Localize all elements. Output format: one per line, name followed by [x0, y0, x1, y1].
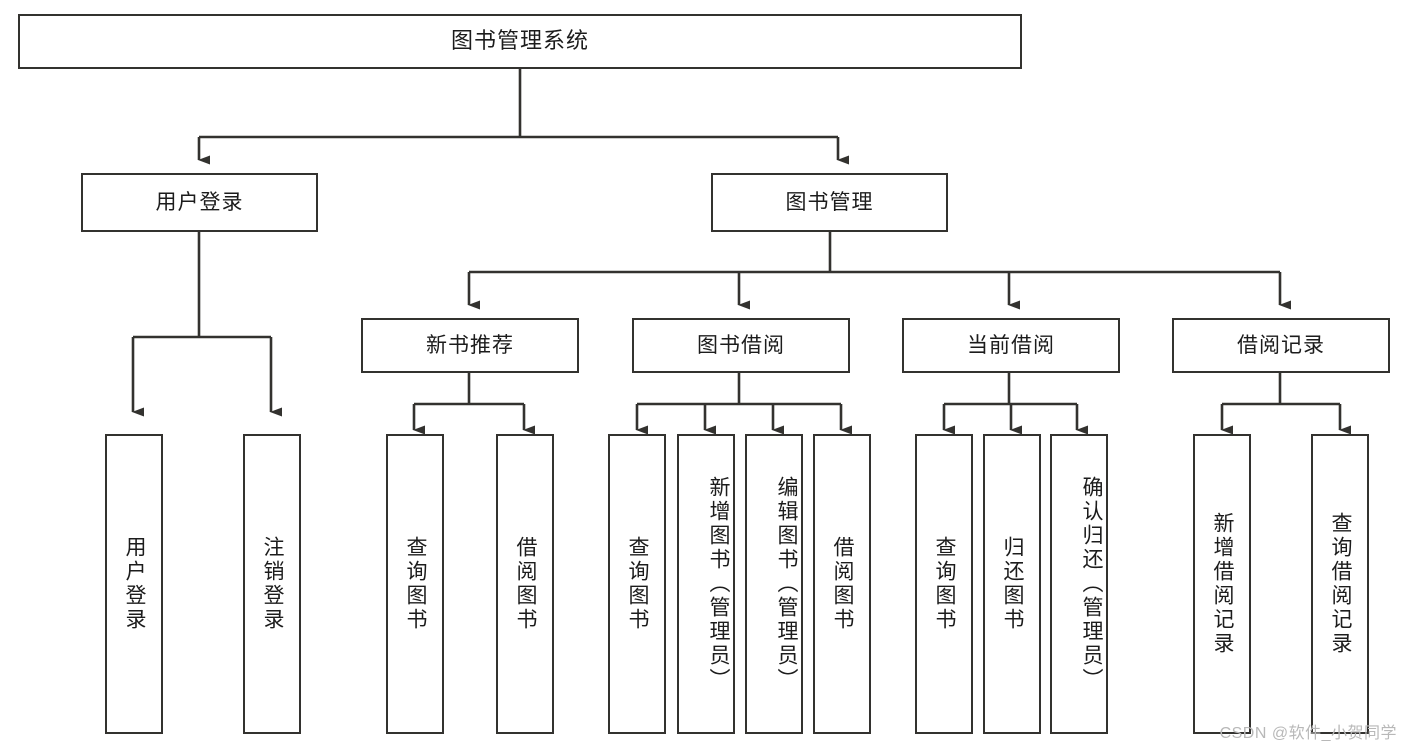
- leaf-current-borrow-2-label: 确认归还（管理员）: [1080, 476, 1103, 692]
- node-new-book-recommend[interactable]: 新书推荐: [361, 318, 579, 373]
- leaf-borrow-record-0-label: 新增借阅记录: [1211, 512, 1234, 656]
- leaf-user-login-0[interactable]: 用户登录: [105, 434, 163, 734]
- leaf-user-login-1[interactable]: 注销登录: [243, 434, 301, 734]
- leaf-current-borrow-1-label: 归还图书: [1001, 536, 1024, 632]
- node-book-manage-label: 图书管理: [785, 190, 874, 214]
- node-user-login-label: 用户登录: [155, 190, 244, 214]
- node-borrow-record[interactable]: 借阅记录: [1172, 318, 1390, 373]
- leaf-new-book-0[interactable]: 查询图书: [386, 434, 444, 734]
- leaf-book-borrow-0[interactable]: 查询图书: [608, 434, 666, 734]
- leaf-book-borrow-2-label: 编辑图书（管理员）: [775, 476, 798, 692]
- leaf-book-borrow-3[interactable]: 借阅图书: [813, 434, 871, 734]
- leaf-user-login-0-label: 用户登录: [123, 536, 146, 632]
- leaf-current-borrow-0[interactable]: 查询图书: [915, 434, 973, 734]
- leaf-book-borrow-1[interactable]: 新增图书（管理员）: [677, 434, 735, 734]
- leaf-book-borrow-2[interactable]: 编辑图书（管理员）: [745, 434, 803, 734]
- node-current-borrow-label: 当前借阅: [967, 333, 1055, 357]
- node-current-borrow[interactable]: 当前借阅: [902, 318, 1120, 373]
- node-root[interactable]: 图书管理系统: [18, 14, 1022, 69]
- leaf-borrow-record-0[interactable]: 新增借阅记录: [1193, 434, 1251, 734]
- node-book-borrow[interactable]: 图书借阅: [632, 318, 850, 373]
- leaf-borrow-record-1[interactable]: 查询借阅记录: [1311, 434, 1369, 734]
- leaf-book-borrow-1-label: 新增图书（管理员）: [707, 476, 730, 692]
- node-user-login[interactable]: 用户登录: [81, 173, 318, 232]
- node-book-manage[interactable]: 图书管理: [711, 173, 948, 232]
- leaf-borrow-record-1-label: 查询借阅记录: [1329, 512, 1352, 656]
- leaf-current-borrow-2[interactable]: 确认归还（管理员）: [1050, 434, 1108, 734]
- leaf-new-book-0-label: 查询图书: [404, 536, 427, 632]
- leaf-new-book-1[interactable]: 借阅图书: [496, 434, 554, 734]
- leaf-book-borrow-3-label: 借阅图书: [831, 536, 854, 632]
- node-new-book-recommend-label: 新书推荐: [426, 333, 514, 357]
- leaf-book-borrow-0-label: 查询图书: [626, 536, 649, 632]
- leaf-current-borrow-1[interactable]: 归还图书: [983, 434, 1041, 734]
- watermark: CSDN @软件_小贺同学: [1219, 725, 1397, 742]
- node-book-borrow-label: 图书借阅: [697, 333, 785, 357]
- leaf-user-login-1-label: 注销登录: [261, 536, 284, 632]
- leaf-current-borrow-0-label: 查询图书: [933, 536, 956, 632]
- leaf-new-book-1-label: 借阅图书: [514, 536, 537, 632]
- node-borrow-record-label: 借阅记录: [1237, 333, 1325, 357]
- node-root-label: 图书管理系统: [450, 28, 589, 54]
